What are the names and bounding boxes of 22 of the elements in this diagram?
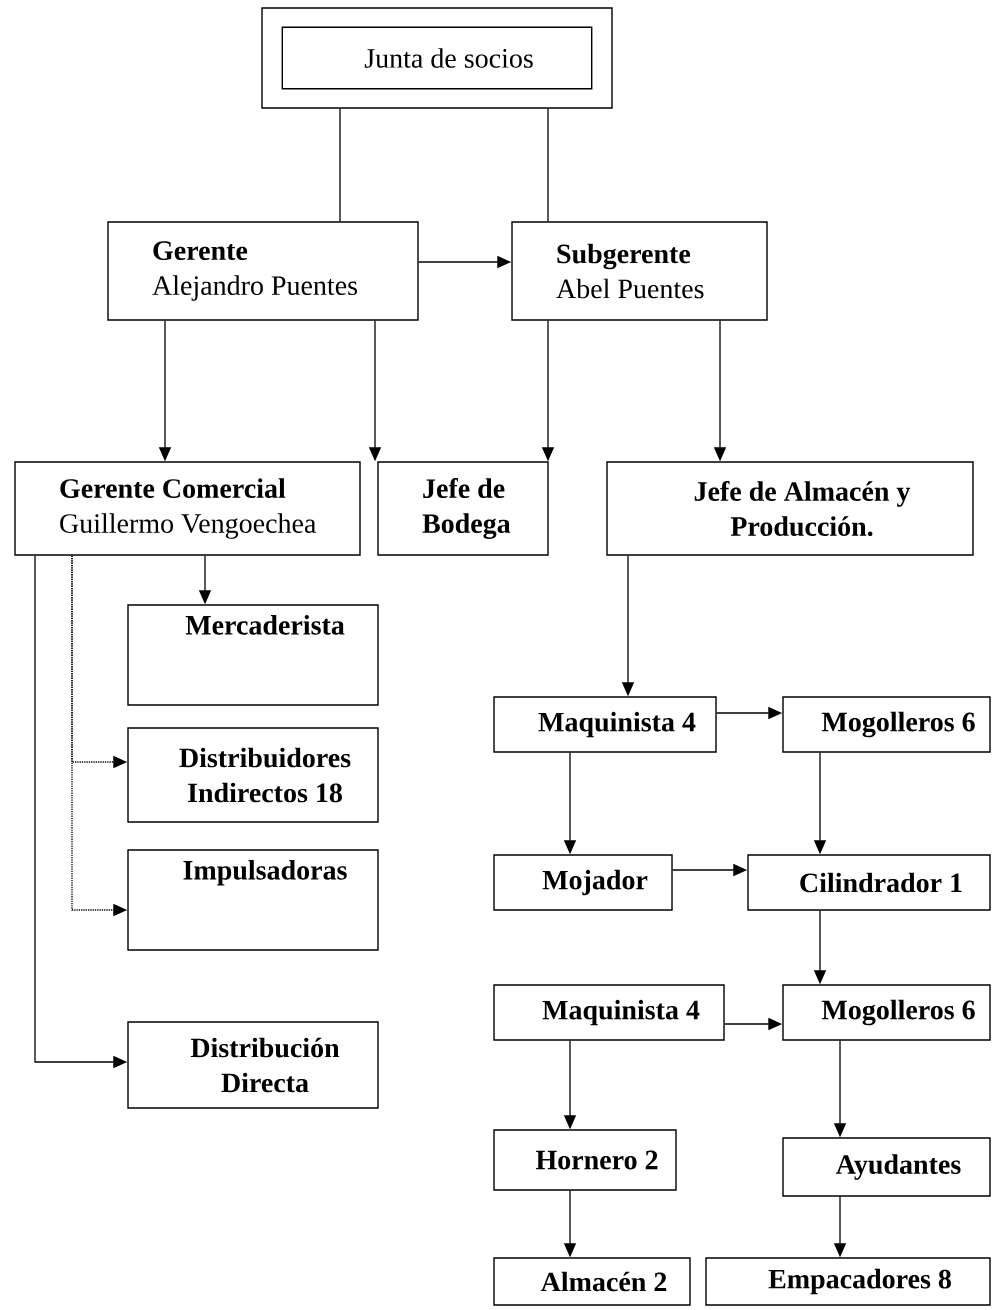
position-box: Distribución Directa — [127, 1021, 379, 1109]
position-box: Ayudantes — [782, 1137, 991, 1197]
position-box: Subgerente Abel Puentes — [511, 221, 768, 321]
position-box: Cilindrador 1 — [747, 854, 991, 911]
position-box: Gerente Comercial Guillermo Vengoechea — [14, 461, 361, 556]
position-box: Empacadores 8 — [705, 1257, 991, 1306]
position-box: Gerente Alejandro Puentes — [107, 221, 419, 321]
position-box: Impulsadoras — [127, 849, 379, 951]
connector-line — [547, 108, 549, 222]
connector-line — [339, 108, 341, 222]
position-box: Maquinista 4 — [493, 696, 717, 753]
position-box: Mogolleros 6 — [782, 984, 991, 1041]
position-box: Almacén 2 — [493, 1257, 691, 1306]
position-box: Mercaderista — [127, 604, 379, 706]
position-box: Jefe de Bodega — [377, 461, 549, 556]
double-bordered-box: Junta de socios — [261, 7, 613, 109]
position-box: Maquinista 4 — [493, 984, 725, 1041]
position-box: Mogolleros 6 — [782, 696, 991, 753]
position-box: Mojador — [493, 854, 673, 911]
position-box: Hornero 2 — [493, 1129, 677, 1191]
position-box: Jefe de Almacén y Producción. — [606, 461, 974, 556]
position-box: Distribuidores Indirectos 18 — [127, 727, 379, 823]
